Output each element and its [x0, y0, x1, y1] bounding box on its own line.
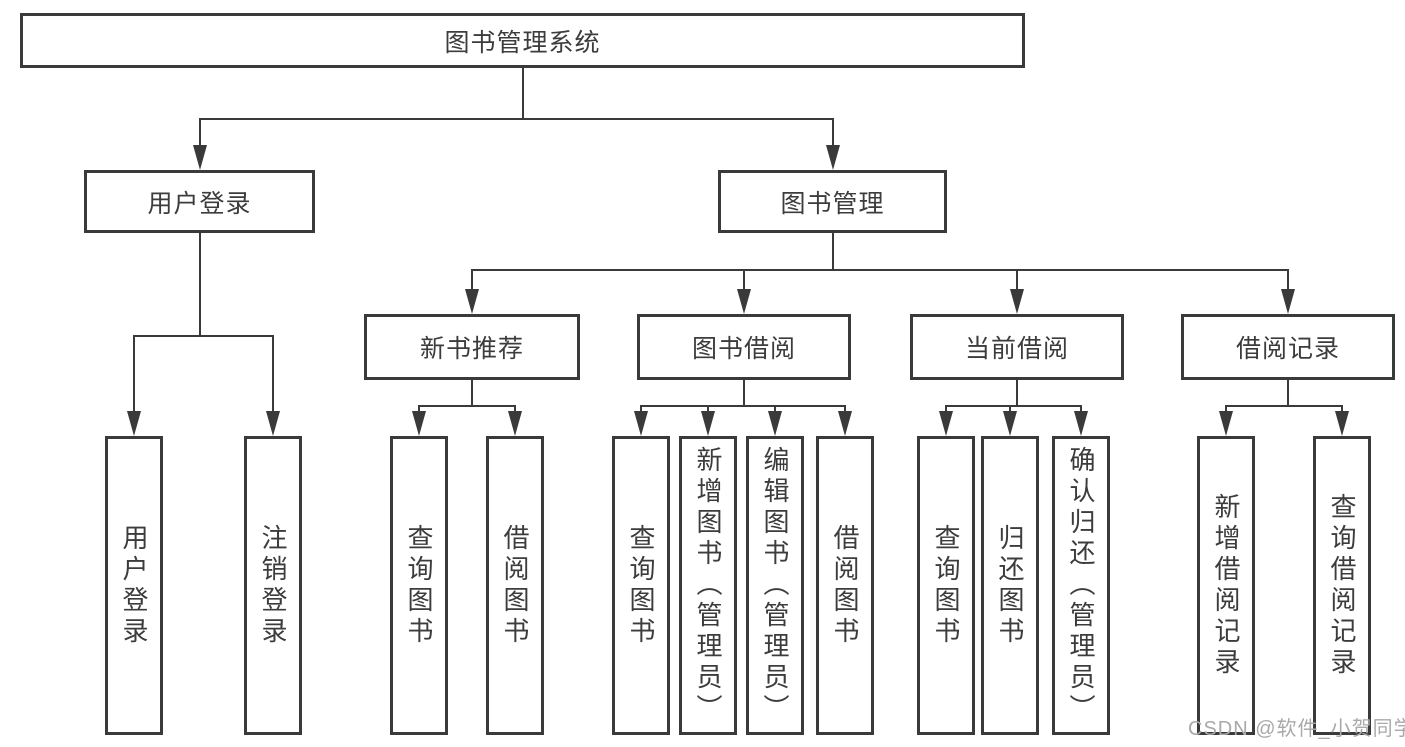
- connector-line: [945, 405, 1082, 407]
- node-label-borrow-records: 借阅记录: [1235, 335, 1340, 363]
- node-bb-borrow: 借阅图书: [816, 436, 874, 735]
- arrow-down-icon: [701, 411, 715, 436]
- node-nbr-borrow: 借阅图书: [486, 436, 544, 735]
- arrow-down-icon: [838, 411, 852, 436]
- node-br-query: 查询借阅记录: [1313, 436, 1371, 735]
- node-login: 用户登录: [105, 436, 163, 735]
- arrow-down-icon: [412, 411, 426, 436]
- node-label-root: 图书管理系统: [444, 28, 601, 57]
- node-label-cb-confirm: 确认归还（管理员）: [1066, 446, 1096, 725]
- connector-line: [471, 380, 473, 406]
- connector-line: [1016, 380, 1018, 406]
- connector-line: [1287, 380, 1289, 406]
- node-label-nbr-borrow: 借阅图书: [500, 523, 530, 648]
- connector-line: [133, 336, 135, 417]
- arrow-down-icon: [634, 411, 648, 436]
- node-new-book-rec: 新书推荐: [364, 314, 580, 380]
- node-label-br-add: 新增借阅记录: [1211, 492, 1241, 679]
- connector-line: [198, 118, 834, 120]
- node-nbr-query: 查询图书: [390, 436, 448, 735]
- connector-line: [471, 269, 1289, 271]
- node-label-cb-query: 查询图书: [931, 523, 961, 648]
- arrow-down-icon: [266, 411, 280, 436]
- node-label-nbr-query: 查询图书: [404, 523, 434, 648]
- node-label-book-borrow: 图书借阅: [691, 335, 796, 363]
- arrow-down-icon: [1335, 411, 1349, 436]
- node-br-add: 新增借阅记录: [1197, 436, 1255, 735]
- node-label-current-borrow: 当前借阅: [964, 335, 1069, 363]
- connector-line: [521, 68, 524, 119]
- connector-line: [272, 336, 274, 417]
- node-bb-add: 新增图书（管理员）: [679, 436, 737, 735]
- node-cb-return: 归还图书: [981, 436, 1039, 735]
- connector-line: [133, 335, 274, 337]
- node-label-bb-query: 查询图书: [626, 523, 656, 648]
- arrow-down-icon: [1074, 411, 1088, 436]
- node-label-bb-edit: 编辑图书（管理员）: [760, 446, 790, 725]
- connector-line: [198, 233, 201, 336]
- arrow-down-icon: [1003, 411, 1017, 436]
- connector-line: [1287, 270, 1289, 295]
- node-root: 图书管理系统: [20, 13, 1025, 68]
- watermark-text: CSDN @软件_小贺同学: [1188, 718, 1405, 740]
- node-cb-confirm: 确认归还（管理员）: [1052, 436, 1110, 735]
- connector-line: [831, 233, 834, 270]
- connector-line: [1225, 405, 1343, 407]
- connector-line: [198, 119, 201, 151]
- arrow-down-icon: [508, 411, 522, 436]
- node-label-new-book-rec: 新书推荐: [419, 335, 524, 363]
- arrow-down-icon: [1010, 289, 1024, 314]
- connector-line: [418, 405, 516, 407]
- node-bb-edit: 编辑图书（管理员）: [746, 436, 804, 735]
- arrow-down-icon: [825, 145, 840, 170]
- node-cb-query: 查询图书: [917, 436, 975, 735]
- arrow-down-icon: [1219, 411, 1233, 436]
- connector-line: [1016, 270, 1018, 295]
- connector-line: [471, 270, 473, 295]
- node-book-borrow: 图书借阅: [637, 314, 851, 380]
- arrow-down-icon: [768, 411, 782, 436]
- connector-line: [831, 119, 834, 151]
- node-user-login: 用户登录: [84, 170, 315, 233]
- node-label-bb-borrow: 借阅图书: [830, 523, 860, 648]
- node-current-borrow: 当前借阅: [910, 314, 1124, 380]
- arrow-down-icon: [939, 411, 953, 436]
- arrow-down-icon: [737, 289, 751, 314]
- node-label-logout: 注销登录: [258, 523, 288, 648]
- node-label-login: 用户登录: [119, 523, 149, 648]
- node-label-user-login: 用户登录: [147, 189, 252, 218]
- node-logout: 注销登录: [244, 436, 302, 735]
- connector-line: [743, 270, 745, 295]
- arrow-down-icon: [465, 289, 479, 314]
- connector-line: [640, 405, 846, 407]
- node-book-mgmt: 图书管理: [718, 170, 947, 233]
- arrow-down-icon: [192, 145, 207, 170]
- node-label-cb-return: 归还图书: [995, 523, 1025, 648]
- node-label-bb-add: 新增图书（管理员）: [693, 446, 723, 725]
- node-label-br-query: 查询借阅记录: [1327, 492, 1357, 679]
- connector-line: [743, 380, 745, 406]
- node-bb-query: 查询图书: [612, 436, 670, 735]
- arrow-down-icon: [127, 411, 141, 436]
- node-borrow-records: 借阅记录: [1181, 314, 1395, 380]
- node-label-book-mgmt: 图书管理: [780, 189, 885, 218]
- arrow-down-icon: [1281, 289, 1295, 314]
